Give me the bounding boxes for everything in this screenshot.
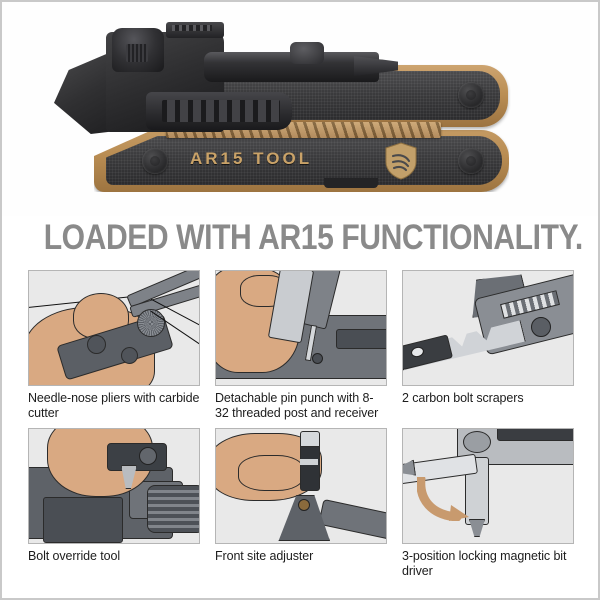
lower-handle-textured-insert [106, 136, 502, 185]
receiver-pin-hole [312, 353, 323, 364]
feature-image-pin-punch [215, 270, 387, 386]
feature-image-magnetic-bit-driver [402, 428, 574, 544]
tool-dark-insert [497, 429, 573, 441]
feature-caption: Detachable pin punch with 8-32 threaded … [215, 391, 379, 420]
rifle-barrel [318, 498, 386, 542]
feature-caption: 3-position locking magnetic bit driver [402, 549, 567, 578]
tool-head-rail [166, 22, 224, 38]
adjuster-band [300, 459, 318, 465]
plier-pivot-wheel [137, 309, 165, 337]
feature-cell: Front site adjuster [215, 428, 387, 581]
feature-cell: Bolt override tool [28, 428, 200, 581]
feature-image-needle-nose-pliers [28, 270, 200, 386]
rotation-arrow-icon [417, 477, 469, 521]
pivot-rivet-lower-left [142, 148, 168, 174]
tool-pivot-rivet [531, 317, 551, 337]
handle-bottom-notch [324, 178, 378, 188]
hero-product-image: AR15 TOOL [2, 2, 598, 216]
handle-engraving-text: AR15 TOOL [190, 149, 313, 168]
shield-logo [385, 142, 417, 180]
finger-illustration [238, 455, 304, 491]
pin-punch-tip [354, 56, 398, 76]
bit-driver-tip [469, 519, 485, 537]
feature-caption: 2 carbon bolt scrapers [402, 391, 524, 405]
handguard-rail [147, 485, 199, 533]
feature-cell: 3-position locking magnetic bit driver [402, 428, 574, 581]
feature-cell: Needle-nose pliers with carbide cutter [28, 270, 200, 423]
feature-image-bolt-scrapers [402, 270, 574, 386]
tool-head-knob [112, 28, 164, 72]
feature-image-front-sight-adjuster [215, 428, 387, 544]
magazine-well [43, 497, 123, 543]
plier-rivet-1 [87, 335, 106, 354]
ar15-multi-tool: AR15 TOOL [54, 10, 554, 210]
tool-rivet [139, 447, 157, 465]
adjuster-tip [300, 431, 320, 447]
bolt-override-tool [107, 443, 167, 471]
pivot-rivet-upper-right [458, 82, 484, 108]
feature-cell: Detachable pin punch with 8-32 threaded … [215, 270, 387, 423]
feature-cell: 2 carbon bolt scrapers [402, 270, 574, 423]
tool-pivot-knob [463, 431, 491, 453]
plier-rivet-2 [121, 347, 138, 364]
feature-caption: Front site adjuster [215, 549, 314, 563]
page-headline: LOADED WITH AR15 FUNCTIONALITY. [43, 218, 583, 257]
front-sight-post [298, 499, 310, 511]
feature-caption: Needle-nose pliers with carbide cutter [28, 391, 200, 420]
pin-punch-collar [290, 42, 324, 64]
feature-caption: Bolt override tool [28, 549, 120, 563]
receiver-rail [336, 329, 386, 349]
feature-image-bolt-override-tool [28, 428, 200, 544]
feature-grid: Needle-nose pliers with carbide cutter D… [28, 270, 576, 581]
pivot-rivet-lower-right [458, 148, 484, 174]
slotted-grip-section [146, 92, 292, 130]
scraper-handle [403, 334, 454, 372]
